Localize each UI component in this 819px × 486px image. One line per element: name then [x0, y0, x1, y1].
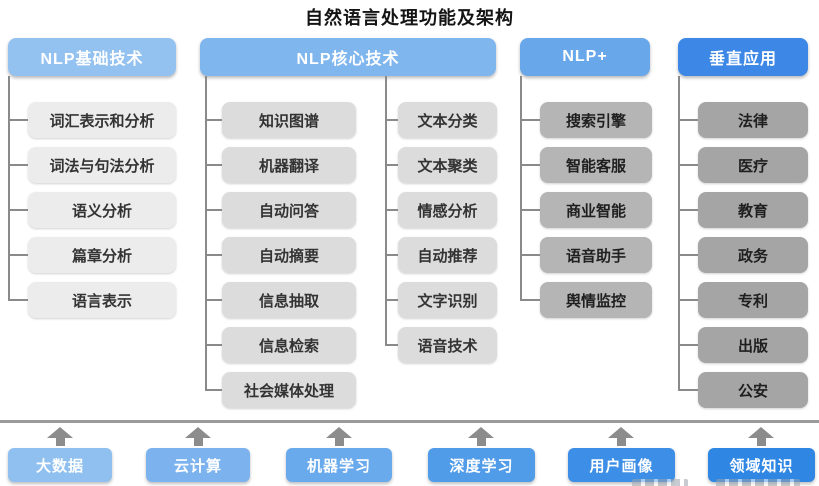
node-text-clustering: 文本聚类 [385, 147, 497, 183]
node-business-intelligence: 商业智能 [520, 192, 652, 228]
foundation-user-profile: 用户画像 [568, 448, 675, 482]
node-information-retrieval: 信息检索 [205, 327, 356, 363]
column-nlp-core-right: 文本分类 文本聚类 情感分析 自动推荐 文字识别 语音技术 [385, 102, 497, 363]
up-arrow-icon [185, 427, 211, 446]
foundation-separator-line [0, 420, 819, 423]
watermark-fragment [632, 479, 688, 486]
diagram-title: 自然语言处理功能及架构 [305, 8, 514, 28]
header-vertical-applications: 垂直应用 [678, 38, 808, 76]
column-nlp-core-left: 知识图谱 机器翻译 自动问答 自动摘要 信息抽取 信息检索 社会媒体处理 [205, 102, 356, 408]
node-search-engine: 搜索引擎 [520, 102, 652, 138]
up-arrow-icon [748, 427, 774, 446]
column-nlp-plus: 搜索引擎 智能客服 商业智能 语音助手 舆情监控 [520, 102, 652, 318]
node-lexical-representation: 词汇表示和分析 [8, 102, 176, 138]
node-information-extraction: 信息抽取 [205, 282, 356, 318]
column-nlp-basic-tech: 词汇表示和分析 词法与句法分析 语义分析 篇章分析 语言表示 [8, 102, 176, 318]
node-government: 政务 [678, 237, 808, 273]
node-lexical-syntactic-analysis: 词法与句法分析 [8, 147, 176, 183]
header-nlp-core-tech: NLP核心技术 [200, 38, 496, 76]
connector-line [205, 76, 207, 390]
foundation-domain-knowledge: 领域知识 [708, 448, 815, 482]
node-intelligent-customer-service: 智能客服 [520, 147, 652, 183]
node-voice-assistant: 语音助手 [520, 237, 652, 273]
watermark-fragment [716, 479, 800, 486]
node-law: 法律 [678, 102, 808, 138]
node-text-classification: 文本分类 [385, 102, 497, 138]
node-knowledge-graph: 知识图谱 [205, 102, 356, 138]
node-medical: 医疗 [678, 147, 808, 183]
node-publishing: 出版 [678, 327, 808, 363]
node-ocr: 文字识别 [385, 282, 497, 318]
up-arrow-icon [468, 427, 494, 446]
node-auto-summarization: 自动摘要 [205, 237, 356, 273]
connector-line [678, 76, 680, 390]
node-question-answering: 自动问答 [205, 192, 356, 228]
foundation-cloud-computing: 云计算 [146, 448, 250, 482]
node-speech-technology: 语音技术 [385, 327, 497, 363]
node-patent: 专利 [678, 282, 808, 318]
node-discourse-analysis: 篇章分析 [8, 237, 176, 273]
up-arrow-icon [608, 427, 634, 446]
header-nlp-basic-tech: NLP基础技术 [8, 38, 176, 76]
up-arrow-icon [47, 427, 73, 446]
node-public-opinion-monitoring: 舆情监控 [520, 282, 652, 318]
node-social-media-processing: 社会媒体处理 [205, 372, 356, 408]
node-public-security: 公安 [678, 372, 808, 408]
connector-line [520, 76, 522, 300]
node-semantic-analysis: 语义分析 [8, 192, 176, 228]
node-language-representation: 语言表示 [8, 282, 176, 318]
foundation-big-data: 大数据 [8, 448, 112, 482]
node-auto-recommendation: 自动推荐 [385, 237, 497, 273]
header-nlp-plus: NLP+ [520, 38, 650, 76]
node-sentiment-analysis: 情感分析 [385, 192, 497, 228]
foundation-deep-learning: 深度学习 [428, 448, 535, 482]
column-vertical-applications: 法律 医疗 教育 政务 专利 出版 公安 [678, 102, 808, 408]
foundation-machine-learning: 机器学习 [286, 448, 392, 482]
node-machine-translation: 机器翻译 [205, 147, 356, 183]
node-education: 教育 [678, 192, 808, 228]
connector-line [385, 76, 387, 345]
up-arrow-icon [326, 427, 352, 446]
connector-line [8, 76, 10, 300]
